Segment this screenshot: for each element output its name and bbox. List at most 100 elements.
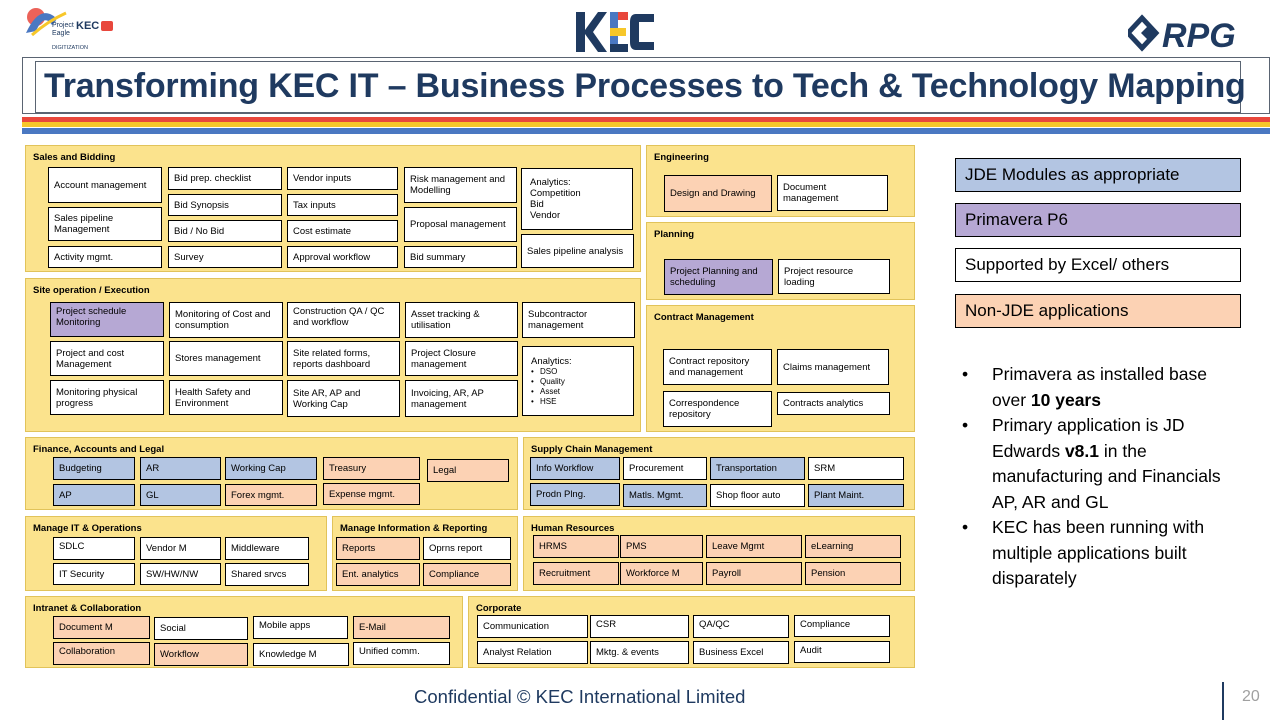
bullet-item: • KEC has been running with multiple app… xyxy=(962,517,1205,588)
analytics-item: DSO xyxy=(531,367,557,377)
analytics-title: Analytics: xyxy=(530,177,571,188)
box-compliance-corporate: Compliance xyxy=(794,615,890,637)
box-audit: Audit xyxy=(794,641,890,663)
box-working-cap: Working Cap xyxy=(225,457,317,480)
box-monitoring-physical-progress: Monitoring physical progress xyxy=(50,380,164,415)
box-ar: AR xyxy=(140,457,221,480)
analytics-item: Bid xyxy=(530,199,544,210)
section-title: Engineering xyxy=(654,152,709,163)
box-oprns-report: Oprns report xyxy=(423,537,511,560)
box-expense-mgmt: Expense mgmt. xyxy=(323,483,420,505)
box-resource-loading: Project resource loading xyxy=(778,259,890,294)
box-compliance-info: Compliance xyxy=(423,563,511,586)
title-box xyxy=(35,61,1241,113)
box-vendor-inputs: Vendor inputs xyxy=(287,167,398,190)
box-risk-management: Risk management and Modelling xyxy=(404,167,517,203)
box-approval-workflow: Approval workflow xyxy=(287,246,398,268)
svg-text:DIGITIZATION: DIGITIZATION xyxy=(52,45,88,51)
box-claims-management: Claims management xyxy=(777,349,889,385)
legend-jde-modules: JDE Modules as appropriate xyxy=(955,158,1241,192)
box-correspondence-repository: Correspondence repository xyxy=(663,391,772,427)
box-sw-hw-nw: SW/HW/NW xyxy=(140,563,221,585)
box-project-cost-management: Project and cost Management xyxy=(50,341,164,376)
box-treasury: Treasury xyxy=(323,457,420,480)
box-info-workflow: Info Workflow xyxy=(530,457,620,480)
box-bid-summary: Bid summary xyxy=(404,246,517,268)
box-leave-mgmt: Leave Mgmt xyxy=(706,535,802,558)
box-document-management: Document management xyxy=(777,175,888,211)
red-stripe xyxy=(22,117,1270,122)
box-construction-qa: Construction QA / QC and workflow xyxy=(287,302,400,338)
section-title: Manage IT & Operations xyxy=(33,523,142,534)
section-title: Intranet & Collaboration xyxy=(33,603,142,614)
box-shared-srvcs: Shared srvcs xyxy=(225,563,309,586)
svg-text:KEC: KEC xyxy=(76,20,99,32)
section-title: Contract Management xyxy=(654,312,754,323)
box-procurement: Procurement xyxy=(623,457,707,480)
box-gl: GL xyxy=(140,484,221,506)
section-title: Finance, Accounts and Legal xyxy=(33,444,165,455)
box-stores-management: Stores management xyxy=(169,341,283,376)
box-middleware: Middleware xyxy=(225,537,309,560)
box-mobile-apps: Mobile apps xyxy=(253,616,348,639)
yellow-stripe xyxy=(22,122,1270,127)
box-workflow: Workflow xyxy=(154,643,248,666)
box-csr: CSR xyxy=(590,615,689,638)
bullet-list: • Primavera as installed base over 10 ye… xyxy=(962,362,1234,592)
box-ent-analytics: Ent. analytics xyxy=(336,563,420,586)
box-vendor-m: Vendor M xyxy=(140,537,221,560)
svg-text:Eagle: Eagle xyxy=(52,30,70,37)
box-prodn-plng: Prodn Plng. xyxy=(530,483,620,506)
box-subcontractor-management: Subcontractor management xyxy=(522,302,635,338)
box-forex-mgmt: Forex mgmt. xyxy=(225,484,317,506)
box-proposal-management: Proposal management xyxy=(404,207,517,242)
box-survey: Survey xyxy=(168,246,282,268)
box-budgeting: Budgeting xyxy=(53,457,135,480)
box-elearning: eLearning xyxy=(805,535,901,558)
box-site-ar-ap: Site AR, AP and Working Cap xyxy=(287,380,400,417)
box-matls-mgmt: Matls. Mgmt. xyxy=(623,484,707,507)
section-title: Corporate xyxy=(476,603,522,614)
box-pension: Pension xyxy=(805,562,901,585)
box-workforce-m: Workforce M xyxy=(620,562,703,585)
svg-text:RPG: RPG xyxy=(1162,17,1236,52)
box-bid-no-bid: Bid / No Bid xyxy=(168,220,282,242)
analytics-item: Competition xyxy=(530,188,581,199)
box-plant-maint: Plant Maint. xyxy=(808,484,904,507)
box-project-planning: Project Planning and scheduling xyxy=(664,259,773,295)
legend-non-jde: Non-JDE applications xyxy=(955,294,1241,328)
box-analyst-relation: Analyst Relation xyxy=(477,641,588,664)
section-title: Supply Chain Management xyxy=(531,444,653,455)
box-collaboration: Collaboration xyxy=(53,642,150,665)
page-number: 20 xyxy=(1242,688,1260,705)
section-title: Manage Information & Reporting xyxy=(340,523,488,534)
footer-confidential: Confidential © KEC International Limited xyxy=(414,686,746,707)
section-title: Sales and Bidding xyxy=(33,152,116,163)
box-qa-qc: QA/QC xyxy=(693,615,789,638)
svg-text:Project: Project xyxy=(52,22,74,29)
box-site-analytics: Analytics: DSO Quality Asset HSE xyxy=(522,346,634,416)
box-transportation: Transportation xyxy=(710,457,805,480)
analytics-title: Analytics: xyxy=(531,355,572,367)
box-account-management: Account management xyxy=(48,167,162,203)
box-site-related-forms: Site related forms, reports dashboard xyxy=(287,341,400,376)
box-it-security: IT Security xyxy=(53,563,135,585)
box-business-excel: Business Excel xyxy=(693,641,789,664)
box-asset-tracking: Asset tracking & utilisation xyxy=(405,302,518,338)
box-monitoring-cost-consumption: Monitoring of Cost and consumption xyxy=(169,302,283,338)
analytics-item: Asset xyxy=(531,387,560,397)
box-design-drawing: Design and Drawing xyxy=(664,175,772,212)
section-title: Planning xyxy=(654,229,695,240)
blue-stripe xyxy=(22,128,1270,134)
rpg-logo: RPG xyxy=(1124,14,1262,55)
box-contracts-analytics: Contracts analytics xyxy=(777,392,890,415)
box-project-closure: Project Closure management xyxy=(405,341,518,376)
box-social: Social xyxy=(154,617,248,640)
box-sales-pipeline-management: Sales pipeline Management xyxy=(48,207,162,241)
box-knowledge-m: Knowledge M xyxy=(253,643,349,666)
box-legal: Legal xyxy=(427,459,509,482)
title-frame xyxy=(22,57,1270,114)
box-email: E-Mail xyxy=(353,616,450,639)
box-communication: Communication xyxy=(477,615,588,638)
section-title: Human Resources xyxy=(531,523,615,534)
